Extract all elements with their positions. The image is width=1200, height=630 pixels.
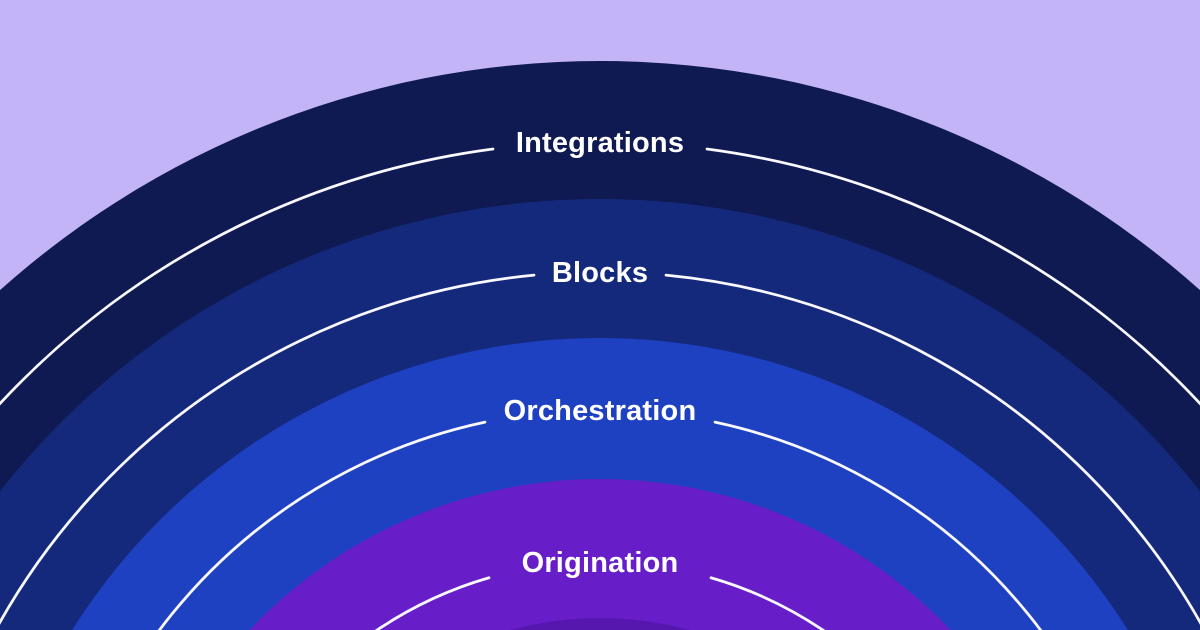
ring-label-origination: Origination xyxy=(522,547,679,579)
ring-label-blocks: Blocks xyxy=(552,257,648,289)
ring-guideline-left-integrations xyxy=(0,147,495,406)
ring-guideline-right-blocks xyxy=(664,273,1200,626)
ring-circles-layer xyxy=(0,61,1200,630)
ring-circle-origination xyxy=(249,479,951,630)
ring-guideline-left-orchestration xyxy=(157,420,487,630)
ring-guideline-right-origination xyxy=(709,576,826,630)
ring-labels-layer: IntegrationsBlocksOrchestrationOriginati… xyxy=(504,127,697,579)
ring-guidelines-layer xyxy=(0,147,1200,630)
ring-guideline-left-blocks xyxy=(0,273,536,626)
ring-guideline-right-orchestration xyxy=(713,420,1043,630)
inner-circle xyxy=(510,618,690,630)
ring-guideline-right-integrations xyxy=(705,147,1200,406)
ring-guideline-left-origination xyxy=(374,576,491,630)
ring-label-integrations: Integrations xyxy=(516,127,684,159)
ring-label-orchestration: Orchestration xyxy=(504,395,697,427)
